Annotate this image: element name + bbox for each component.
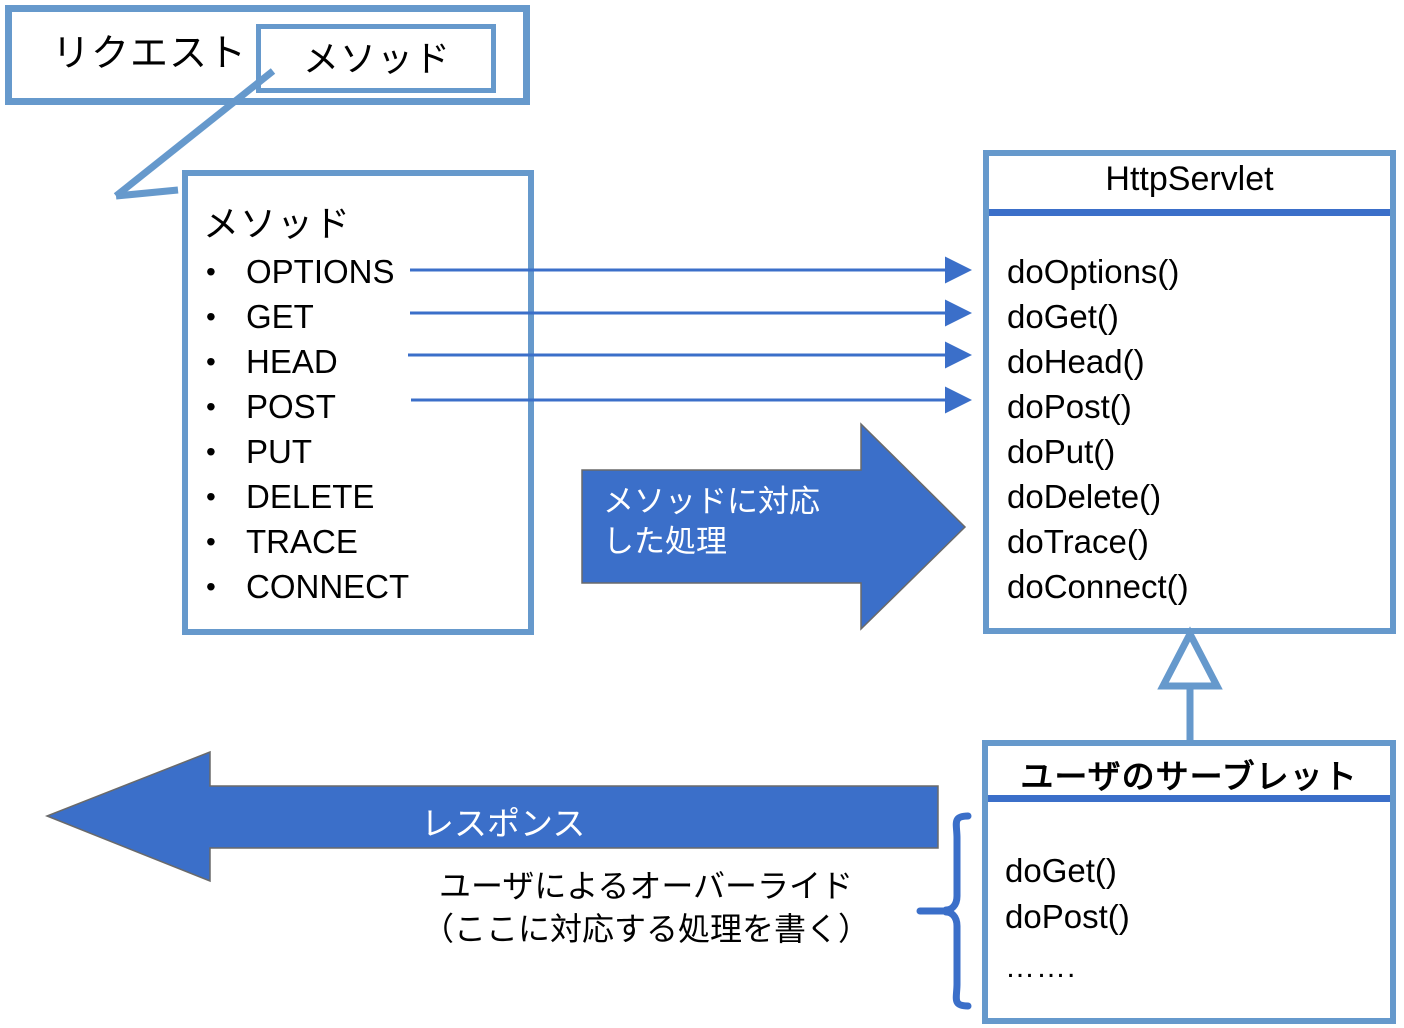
user-servlet-class-box	[982, 740, 1396, 1024]
list-item: doPut()	[1007, 433, 1116, 470]
user-servlet-class-title: ユーザのサーブレット	[1020, 758, 1358, 795]
list-item: …….	[1005, 951, 1077, 984]
list-item: CONNECT	[198, 564, 518, 609]
list-item: HEAD	[198, 339, 518, 384]
user-servlet-title-divider	[988, 795, 1390, 802]
list-item: DELETE	[198, 474, 518, 519]
list-item: doPost()	[1007, 388, 1132, 425]
override-annotation: ユーザによるオーバーライド （ここに対応する処理を書く）	[421, 868, 870, 947]
list-item: doConnect()	[1007, 568, 1189, 605]
inheritance-connector	[1157, 626, 1223, 742]
httpservlet-method-list: doOptions() doGet() doHead() doPost() do…	[1007, 249, 1189, 609]
list-item: GET	[198, 294, 518, 339]
response-arrow-label: レスポンス	[421, 805, 586, 842]
list-item: OPTIONS	[198, 249, 518, 294]
override-brace	[916, 812, 972, 1010]
list-item: doGet()	[1005, 852, 1117, 889]
httpservlet-title-divider	[989, 209, 1390, 216]
request-label: リクエスト	[52, 33, 248, 75]
httpservlet-class-title: HttpServlet	[1105, 160, 1274, 198]
list-item: doPost()	[1005, 898, 1130, 935]
list-item: PUT	[198, 429, 518, 474]
request-method-label: メソッド	[303, 38, 452, 79]
list-item: doDelete()	[1007, 478, 1162, 515]
user-servlet-method-list: doGet() doPost() …….	[1005, 848, 1130, 996]
list-item: doOptions()	[1007, 253, 1180, 290]
process-arrow-label: メソッドに対応 した処理	[603, 484, 820, 559]
list-item: doTrace()	[1007, 523, 1149, 560]
list-item: TRACE	[198, 519, 518, 564]
list-item: doGet()	[1007, 298, 1119, 335]
methods-list-title: メソッド	[203, 203, 352, 244]
list-item: POST	[198, 384, 518, 429]
list-item: doHead()	[1007, 343, 1145, 380]
request-method-box	[256, 24, 496, 93]
methods-list: OPTIONS GET HEAD POST PUT DELETE TRACE C…	[198, 249, 518, 609]
